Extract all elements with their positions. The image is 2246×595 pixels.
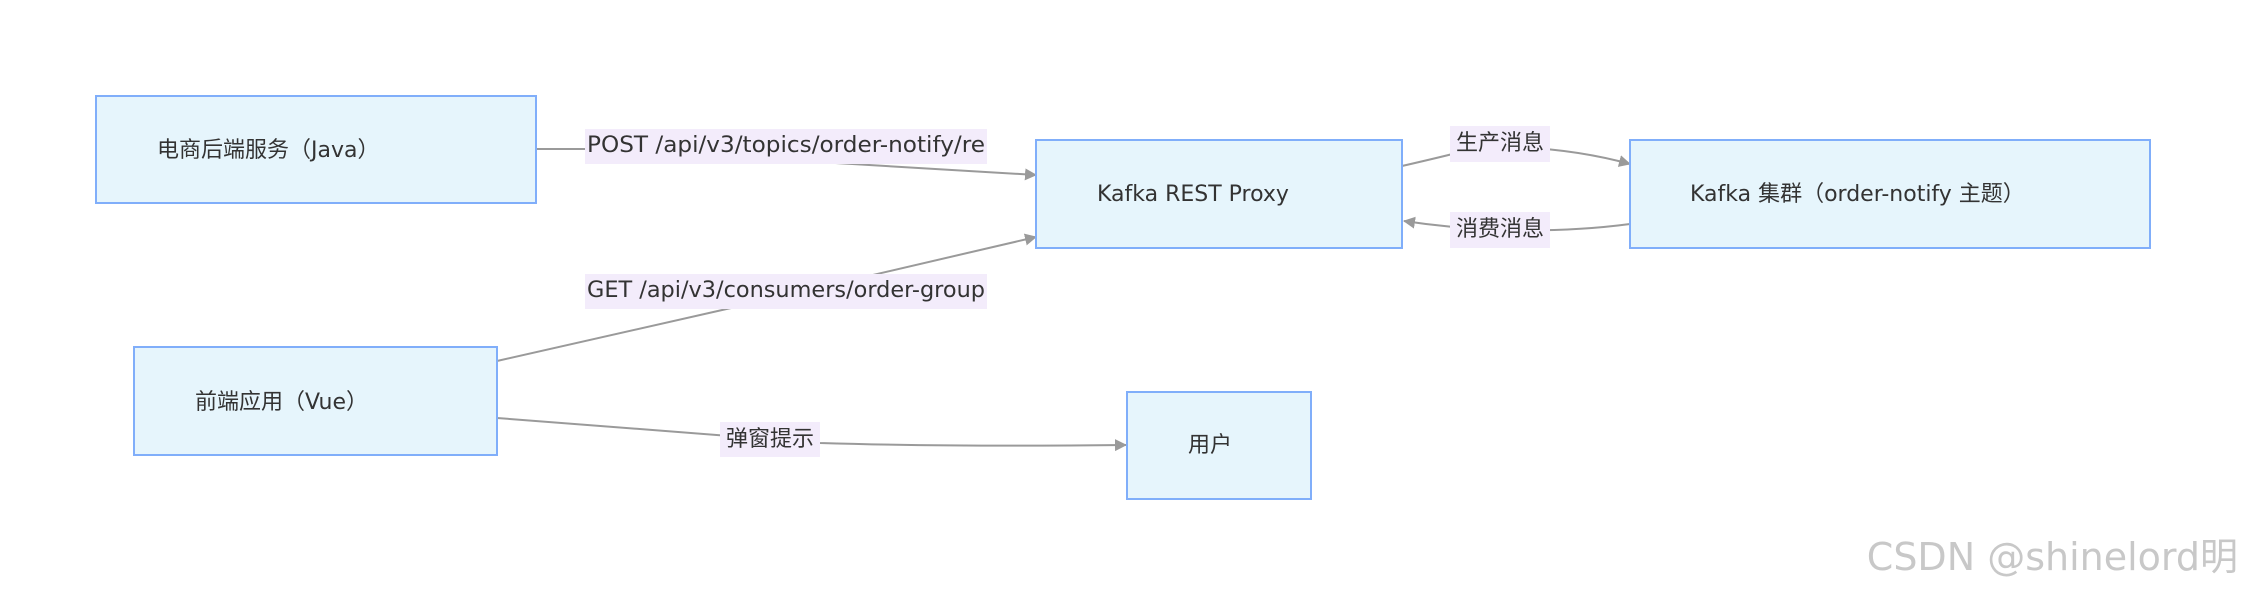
node-proxy-label: Kafka REST Proxy (1097, 182, 1289, 207)
edge-label-frontend-to-user: 弹窗提示 (720, 422, 820, 457)
node-backend-service: 电商后端服务（Java） (95, 95, 537, 204)
node-kafka-label: Kafka 集群（order-notify 主题） (1690, 182, 2025, 207)
node-user: 用户 (1126, 391, 1312, 500)
edge-label-proxy-to-kafka-text: 生产消息 (1456, 131, 1544, 156)
watermark: CSDN @shinelord明 (1867, 535, 2238, 579)
node-backend-label: 电商后端服务（Java） (157, 138, 379, 163)
edge-label-frontend-to-user-text: 弹窗提示 (726, 427, 814, 452)
edge-label-backend-to-proxy: POST /api/v3/topics/order-notify/re (585, 129, 987, 164)
edge-label-backend-to-proxy-text: POST /api/v3/topics/order-notify/re (587, 133, 985, 158)
edge-label-kafka-to-proxy-text: 消费消息 (1456, 217, 1544, 242)
edge-label-kafka-to-proxy: 消费消息 (1450, 212, 1550, 248)
node-frontend-label: 前端应用（Vue） (195, 390, 368, 415)
edge-label-frontend-to-proxy: GET /api/v3/consumers/order-group (585, 274, 987, 309)
node-kafka-cluster: Kafka 集群（order-notify 主题） (1629, 139, 2151, 249)
edge-label-frontend-to-proxy-text: GET /api/v3/consumers/order-group (587, 278, 985, 303)
edge-label-proxy-to-kafka: 生产消息 (1450, 126, 1550, 162)
node-kafka-rest-proxy: Kafka REST Proxy (1035, 139, 1403, 249)
node-user-label: 用户 (1188, 433, 1232, 458)
node-frontend-app: 前端应用（Vue） (133, 346, 498, 456)
